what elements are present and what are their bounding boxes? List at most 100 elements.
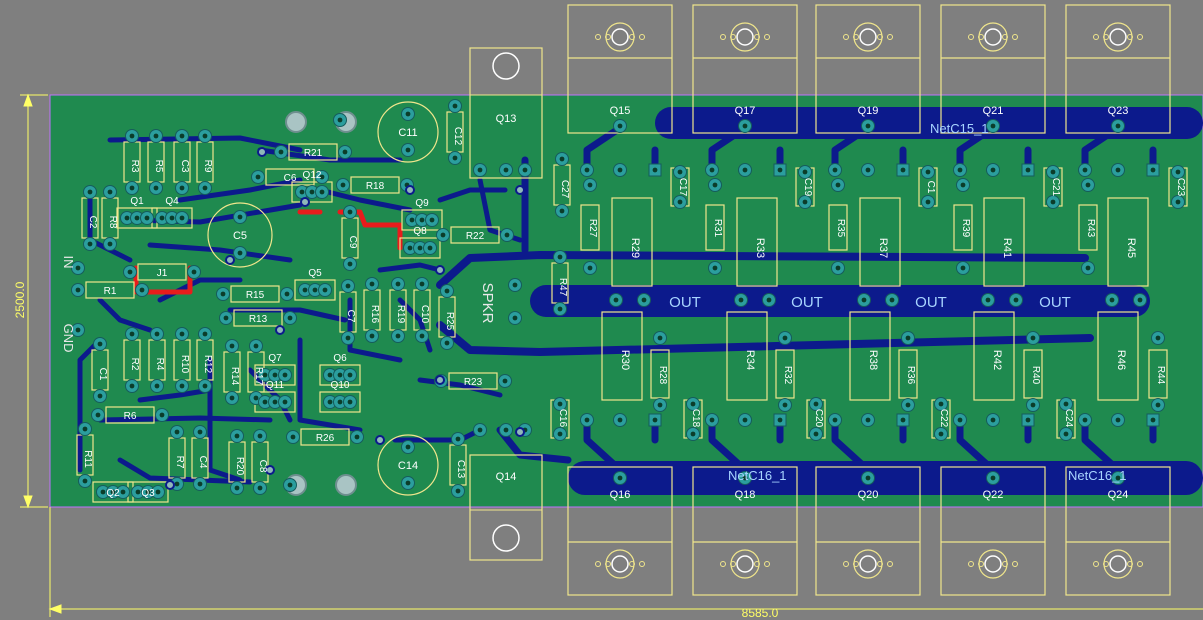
pad-hole <box>417 245 423 251</box>
component-label: R15 <box>246 290 265 301</box>
pad-hole <box>1137 297 1143 303</box>
pad-hole <box>107 189 113 195</box>
pad-hole <box>889 297 895 303</box>
pad-hole <box>347 399 353 405</box>
pad-hole <box>452 155 458 161</box>
component-label: R10 <box>179 355 190 374</box>
pad-hole <box>617 123 623 129</box>
pad-hole <box>1175 169 1181 175</box>
pad-hole <box>1013 297 1019 303</box>
transistor-label: Q15 <box>610 105 631 117</box>
power-resistor-outline <box>726 311 768 401</box>
component-label: C1 <box>97 368 108 381</box>
pad-hole <box>129 133 135 139</box>
pad-hole <box>257 433 263 439</box>
copper-trace <box>437 187 508 203</box>
transistor-outline <box>254 364 296 386</box>
pad-hole <box>262 372 268 378</box>
pad-hole <box>395 281 401 287</box>
transistor-label: Q3 <box>141 488 155 499</box>
pad-hole <box>512 315 518 321</box>
pad-hole <box>557 431 563 437</box>
copper-trace <box>347 297 403 363</box>
ground-label: GND <box>61 324 76 353</box>
pads-layer <box>71 99 1185 499</box>
pad-hole <box>405 111 411 117</box>
silk-dot <box>1137 34 1143 40</box>
component-outline <box>233 309 283 327</box>
pad-hole <box>253 395 259 401</box>
mounting-hole <box>859 555 877 573</box>
pad-hole <box>129 185 135 191</box>
silk-dot <box>1137 561 1143 567</box>
component-label: R26 <box>316 433 335 444</box>
cap-label: C24 <box>1063 409 1074 428</box>
pad-hole <box>559 208 565 214</box>
mounting-hole <box>1109 555 1127 573</box>
power-resistor-outline <box>1107 197 1149 287</box>
pad-hole <box>202 383 208 389</box>
silk-dot <box>1093 34 1099 40</box>
dimension-horizontal <box>48 507 1203 617</box>
pad-hole <box>202 185 208 191</box>
pad-hole <box>154 331 160 337</box>
pad-hole <box>427 245 433 251</box>
copper-trace <box>297 337 363 433</box>
component-label: R12 <box>202 355 213 374</box>
pad-hole <box>87 189 93 195</box>
silk-dot <box>1127 561 1133 567</box>
copper-trace <box>417 377 503 398</box>
component-label: C6 <box>284 173 297 184</box>
pad-hole <box>369 333 375 339</box>
pad-hole <box>742 123 748 129</box>
pad-hole <box>345 335 351 341</box>
pad-hole <box>657 335 663 341</box>
silk-dot <box>853 34 859 40</box>
resistor-label: R35 <box>835 219 846 238</box>
via <box>265 465 275 475</box>
pad-hole <box>202 331 208 337</box>
transistor-label: Q5 <box>308 268 322 279</box>
pad-hole <box>522 167 528 173</box>
pad-hole <box>444 340 450 346</box>
transistor-label: Q24 <box>1108 489 1129 501</box>
resistor-label: R29 <box>629 238 641 258</box>
pad-hole <box>865 167 871 173</box>
pad-hole <box>832 167 838 173</box>
pad-hole <box>87 241 93 247</box>
cap-label: C22 <box>938 409 949 428</box>
silk-dot <box>605 561 611 567</box>
pad-hole <box>202 133 208 139</box>
pad-hole <box>337 372 343 378</box>
pad-hole <box>938 431 944 437</box>
resistor-label: R41 <box>1001 238 1013 258</box>
transistor-label: Q9 <box>415 198 429 209</box>
silk-dot <box>877 561 883 567</box>
pad-hole <box>1082 167 1088 173</box>
component-label: R25 <box>444 312 455 331</box>
dimension-vertical <box>20 93 48 509</box>
cap-label: C16 <box>557 409 568 428</box>
pad-hole <box>312 287 318 293</box>
pad-hole <box>777 417 783 423</box>
via <box>405 185 415 195</box>
pad-hole <box>925 199 931 205</box>
power-resistor-outline <box>859 197 901 287</box>
component-label: R2 <box>129 358 140 371</box>
mounting-pad <box>335 474 357 496</box>
component-outline <box>85 281 135 299</box>
pad-hole <box>1115 475 1121 481</box>
pad-hole <box>613 297 619 303</box>
transistor-label: Q6 <box>333 353 347 364</box>
copper-trace <box>133 265 193 295</box>
resistor-label: R30 <box>619 350 631 370</box>
mounting-hole <box>859 28 877 46</box>
power-resistor-outline <box>601 311 643 401</box>
component-outline <box>230 285 280 303</box>
component-outline <box>137 263 187 281</box>
pad-hole <box>712 182 718 188</box>
pad-hole <box>135 489 141 495</box>
pad-hole <box>1115 123 1121 129</box>
pad-hole <box>347 209 353 215</box>
